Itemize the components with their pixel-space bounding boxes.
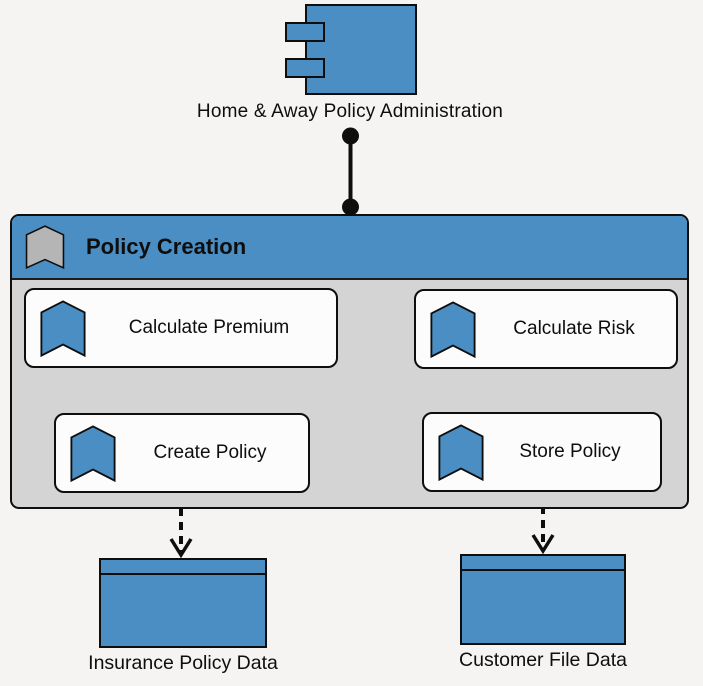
process-group-header: Policy Creation [12, 216, 687, 280]
datastore-top-band [462, 556, 624, 571]
process-chevron-icon [25, 225, 65, 269]
task-chevron-icon [70, 424, 116, 482]
datastore-label: Insurance Policy Data [88, 652, 278, 674]
datastore-label: Customer File Data [459, 649, 627, 671]
task-chevron-icon [430, 300, 476, 358]
task-chevron-icon [40, 299, 86, 357]
task-label: Store Policy [519, 441, 621, 462]
task-create-policy[interactable]: Create Policy [54, 413, 310, 493]
task-label: Create Policy [153, 442, 267, 463]
task-label: Calculate Premium [128, 317, 290, 338]
ball-end-icon [342, 127, 359, 145]
task-label: Calculate Risk [513, 318, 635, 339]
ball-end-icon [342, 198, 359, 216]
component-port-icon [285, 58, 325, 78]
datastore-insurance-policy-data[interactable] [99, 558, 267, 648]
task-calculate-risk[interactable]: Calculate Risk [414, 289, 678, 369]
component-label: Home & Away Policy Administration [196, 101, 504, 122]
process-group-title: Policy Creation [86, 234, 247, 259]
component-port-icon [285, 22, 325, 42]
datastore-top-band [101, 560, 265, 575]
uml-component-shape[interactable] [305, 4, 417, 95]
task-calculate-premium[interactable]: Calculate Premium [24, 288, 338, 368]
task-store-policy[interactable]: Store Policy [422, 412, 662, 492]
task-chevron-icon [438, 423, 484, 481]
datastore-customer-file-data[interactable] [460, 554, 626, 645]
assignment-connector-admin-to-policy-creation[interactable] [342, 127, 359, 216]
